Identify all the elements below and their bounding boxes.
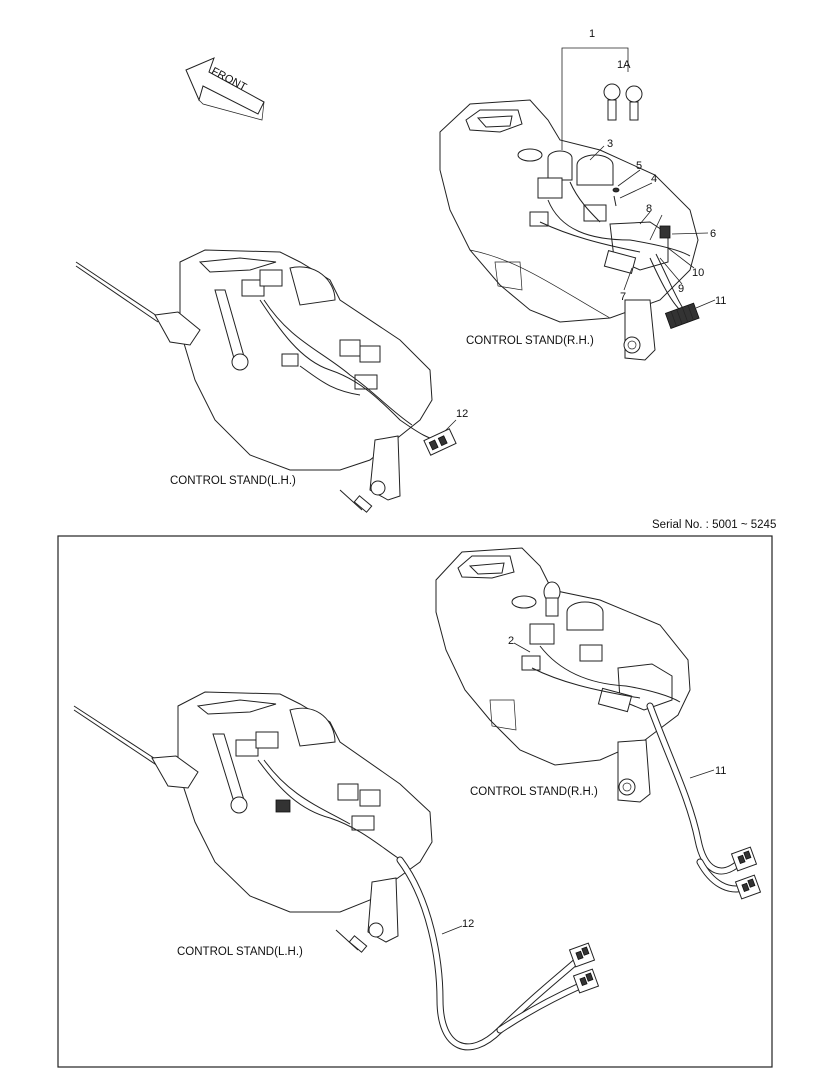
top-rh-caption: CONTROL STAND(R.H.) xyxy=(466,335,594,347)
key-icon xyxy=(603,83,643,121)
bottom-rh-control-stand xyxy=(435,547,691,803)
top-leader-lines xyxy=(439,47,716,437)
callout-1a: 1A xyxy=(617,59,631,71)
serial-number: Serial No. : 5001 ~ 5245 xyxy=(652,519,776,531)
callout-12: 12 xyxy=(456,408,468,420)
callout-11: 11 xyxy=(715,295,726,307)
top-lh-control-stand xyxy=(75,249,457,513)
bottom-callouts: 2 11 12 xyxy=(462,635,726,930)
harness-11 xyxy=(646,702,762,900)
top-callouts: 1 1A 3 4 5 6 7 8 9 10 11 12 xyxy=(456,28,726,420)
callout-11-bottom: 11 xyxy=(715,765,726,777)
callout-5: 5 xyxy=(636,160,642,172)
top-lh-caption: CONTROL STAND(L.H.) xyxy=(170,475,296,487)
callout-1: 1 xyxy=(589,28,595,40)
bottom-rh-caption: CONTROL STAND(R.H.) xyxy=(470,786,598,798)
callout-12-bottom: 12 xyxy=(462,918,474,930)
bottom-leader-lines xyxy=(441,642,715,935)
bottom-lh-caption: CONTROL STAND(L.H.) xyxy=(177,946,303,958)
callout-8: 8 xyxy=(646,203,652,215)
callout-4: 4 xyxy=(651,173,657,185)
callout-3: 3 xyxy=(607,138,613,150)
callout-6: 6 xyxy=(710,228,716,240)
top-rh-control-stand xyxy=(439,99,700,361)
serial-variant-box xyxy=(57,535,773,1068)
callout-10: 10 xyxy=(692,267,704,279)
bottom-lh-control-stand xyxy=(73,691,433,953)
front-arrow-icon: FRONT xyxy=(185,57,265,121)
harness-12 xyxy=(396,856,600,1051)
callout-7: 7 xyxy=(620,291,626,303)
callout-9: 9 xyxy=(678,283,684,295)
callout-2: 2 xyxy=(508,635,514,647)
